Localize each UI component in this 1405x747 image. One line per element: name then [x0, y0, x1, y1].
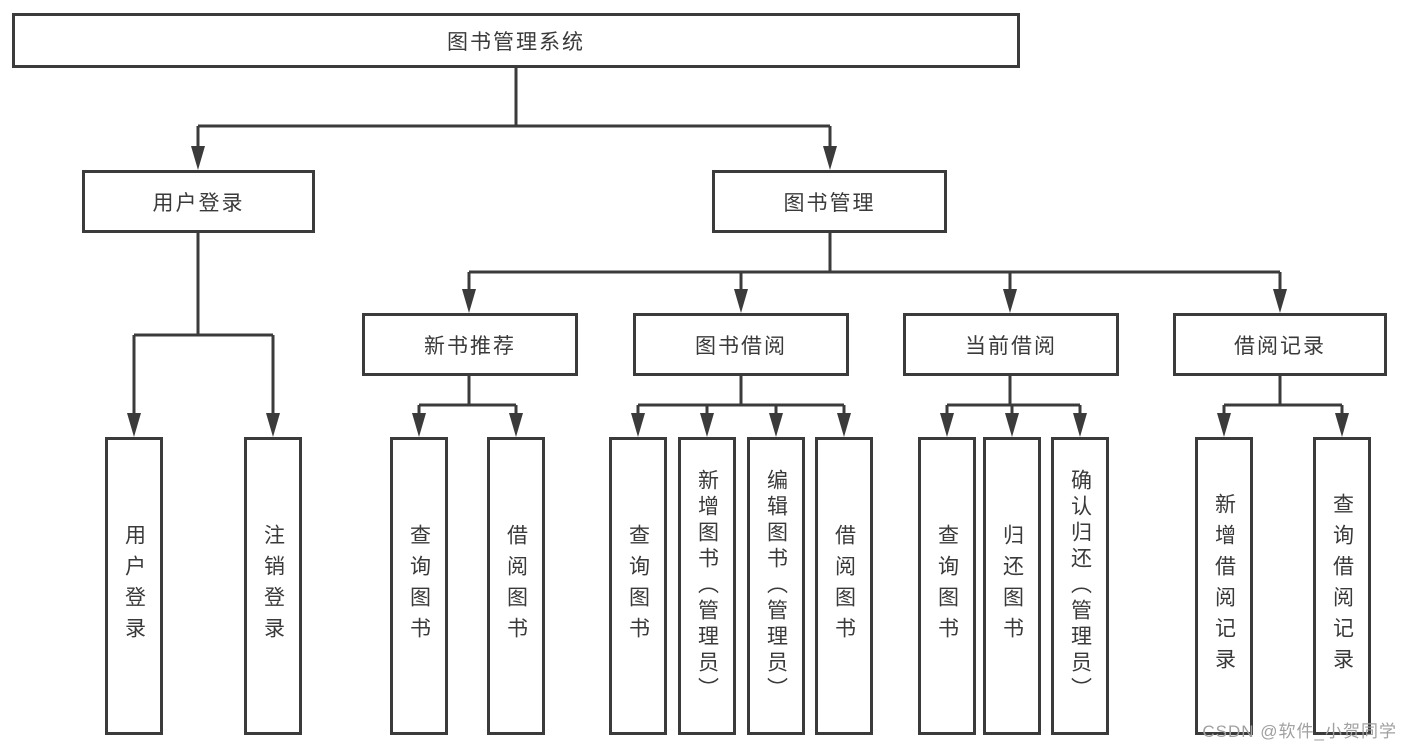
leaf-add-book-admin-label: 新增图书（管理员）: [695, 469, 719, 703]
leaf-current-query-book: 查询图书: [918, 437, 976, 735]
node-new-book-recommend: 新书推荐: [362, 313, 578, 376]
leaf-add-borrow-record-label: 新增借阅记录: [1212, 493, 1236, 679]
leaf-add-borrow-record: 新增借阅记录: [1195, 437, 1253, 735]
node-book-borrowing: 图书借阅: [633, 313, 849, 376]
leaf-query-borrow-record: 查询借阅记录: [1313, 437, 1371, 735]
node-user-login-label: 用户登录: [152, 191, 245, 215]
node-user-login: 用户登录: [82, 170, 315, 233]
node-new-book-recommend-label: 新书推荐: [424, 334, 516, 358]
node-root-label: 图书管理系统: [447, 30, 585, 54]
leaf-confirm-return-admin-label: 确认归还（管理员）: [1068, 469, 1092, 703]
node-current-borrowing-label: 当前借阅: [965, 334, 1057, 358]
leaf-current-query-book-label: 查询图书: [935, 524, 959, 648]
leaf-confirm-return-admin: 确认归还（管理员）: [1051, 437, 1109, 735]
leaf-user-login-label: 用户登录: [122, 524, 146, 648]
leaf-borrowing-query-book: 查询图书: [609, 437, 667, 735]
leaf-return-book-label: 归还图书: [1000, 524, 1024, 648]
leaf-newbook-borrow-book-label: 借阅图书: [504, 524, 528, 648]
leaf-borrowing-borrow-book: 借阅图书: [815, 437, 873, 735]
leaf-logout: 注销登录: [244, 437, 302, 735]
node-book-management: 图书管理: [712, 170, 947, 233]
node-book-borrowing-label: 图书借阅: [695, 334, 787, 358]
node-root: 图书管理系统: [12, 13, 1020, 68]
node-current-borrowing: 当前借阅: [903, 313, 1119, 376]
leaf-newbook-query-book: 查询图书: [390, 437, 448, 735]
leaf-edit-book-admin-label: 编辑图书（管理员）: [764, 469, 788, 703]
csdn-watermark: CSDN @软件_小贺同学: [1202, 722, 1397, 741]
leaf-user-login: 用户登录: [105, 437, 163, 735]
leaf-add-book-admin: 新增图书（管理员）: [678, 437, 736, 735]
leaf-newbook-borrow-book: 借阅图书: [487, 437, 545, 735]
node-borrow-records: 借阅记录: [1173, 313, 1387, 376]
node-book-management-label: 图书管理: [783, 191, 876, 215]
leaf-borrowing-borrow-book-label: 借阅图书: [832, 524, 856, 648]
node-borrow-records-label: 借阅记录: [1234, 334, 1326, 358]
leaf-borrowing-query-book-label: 查询图书: [626, 524, 650, 648]
leaf-newbook-query-book-label: 查询图书: [407, 524, 431, 648]
leaf-query-borrow-record-label: 查询借阅记录: [1330, 493, 1354, 679]
leaf-edit-book-admin: 编辑图书（管理员）: [747, 437, 805, 735]
leaf-logout-label: 注销登录: [261, 524, 285, 648]
leaf-return-book: 归还图书: [983, 437, 1041, 735]
